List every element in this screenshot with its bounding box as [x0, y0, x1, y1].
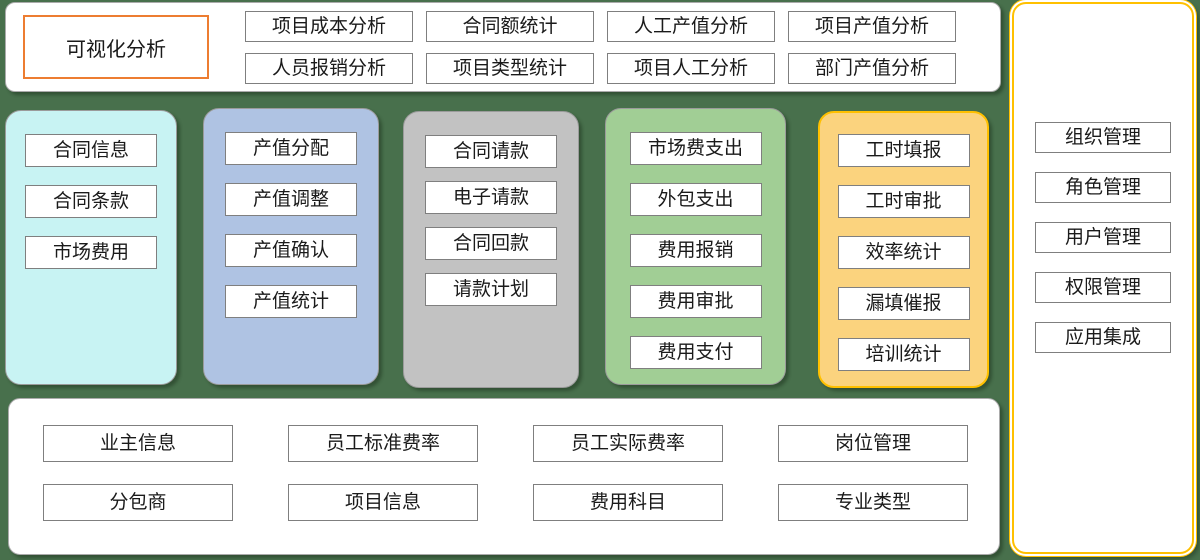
- module-item: 产值调整: [225, 183, 357, 216]
- analysis-item: 部门产值分析: [788, 52, 956, 84]
- column-output-value: 产值分配 产值调整 产值确认 产值统计: [203, 108, 379, 385]
- module-item: 电子请款: [425, 181, 557, 214]
- analysis-item: 项目产值分析: [788, 10, 956, 42]
- module-item: 工时填报: [837, 134, 970, 167]
- base-data-item: 岗位管理: [778, 425, 968, 462]
- base-data-panel: 业主信息 员工标准费率 员工实际费率 岗位管理 分包商 项目信息 费用科目 专业…: [8, 398, 1000, 555]
- column-contract: 合同信息 合同条款 市场费用: [5, 110, 177, 385]
- module-item: 工时审批: [837, 185, 970, 218]
- admin-panel: 组织管理 角色管理 用户管理 权限管理 应用集成: [1012, 2, 1194, 554]
- admin-item: 权限管理: [1035, 272, 1171, 303]
- module-item: 市场费用: [25, 236, 157, 269]
- module-item: 产值确认: [225, 234, 357, 267]
- module-item: 市场费支出: [629, 132, 762, 165]
- base-data-item: 员工实际费率: [533, 425, 723, 462]
- admin-item: 应用集成: [1035, 322, 1171, 353]
- base-data-item: 员工标准费率: [288, 425, 478, 462]
- module-item: 费用报销: [629, 234, 762, 267]
- module-item: 产值统计: [225, 285, 357, 318]
- admin-item: 角色管理: [1035, 172, 1171, 203]
- module-item: 外包支出: [629, 183, 762, 216]
- analysis-item: 项目人工分析: [607, 52, 775, 84]
- visual-analysis-title: 可视化分析: [23, 15, 209, 79]
- base-data-item: 专业类型: [778, 484, 968, 521]
- module-item: 漏填催报: [837, 287, 970, 320]
- analysis-item: 合同额统计: [426, 10, 594, 42]
- column-expense: 市场费支出 外包支出 费用报销 费用审批 费用支付: [605, 108, 786, 385]
- module-item: 合同回款: [425, 227, 557, 260]
- module-item: 效率统计: [837, 236, 970, 269]
- module-item: 产值分配: [225, 132, 357, 165]
- column-timesheet: 工时填报 工时审批 效率统计 漏填催报 培训统计: [818, 111, 989, 388]
- admin-item: 用户管理: [1035, 222, 1171, 253]
- module-item: 请款计划: [425, 273, 557, 306]
- module-item: 培训统计: [837, 338, 970, 371]
- analysis-grid: 项目成本分析 合同额统计 人工产值分析 项目产值分析 人员报销分析 项目类型统计…: [245, 10, 956, 84]
- analysis-item: 人员报销分析: [245, 52, 413, 84]
- base-data-item: 分包商: [43, 484, 233, 521]
- column-payment-request: 合同请款 电子请款 合同回款 请款计划: [403, 111, 579, 388]
- base-data-item: 项目信息: [288, 484, 478, 521]
- base-data-item: 费用科目: [533, 484, 723, 521]
- analysis-item: 项目成本分析: [245, 10, 413, 42]
- admin-item: 组织管理: [1035, 122, 1171, 153]
- module-item: 费用审批: [629, 285, 762, 318]
- analysis-item: 项目类型统计: [426, 52, 594, 84]
- module-item: 合同请款: [425, 135, 557, 168]
- analysis-item: 人工产值分析: [607, 10, 775, 42]
- module-item: 合同条款: [25, 185, 157, 218]
- module-item: 合同信息: [25, 134, 157, 167]
- base-data-item: 业主信息: [43, 425, 233, 462]
- module-item: 费用支付: [629, 336, 762, 369]
- visual-analysis-panel: 可视化分析 项目成本分析 合同额统计 人工产值分析 项目产值分析 人员报销分析 …: [5, 2, 1001, 92]
